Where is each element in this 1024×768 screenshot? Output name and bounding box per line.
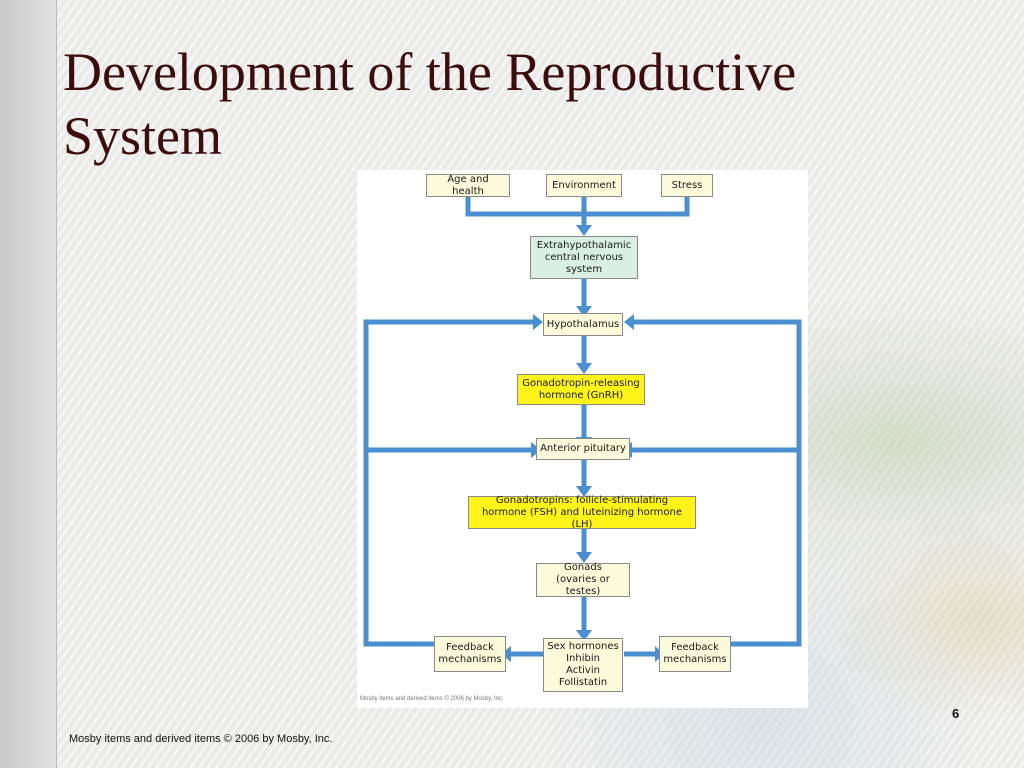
arrowhead: [576, 630, 592, 641]
node-anterior-pituitary: Anterior pituitary: [536, 438, 630, 460]
node-sex-hormones: Sex hormones Inhibin Activin Follistatin: [543, 638, 623, 692]
flowchart-arrows: [363, 197, 802, 662]
node-feedback-left: Feedback mechanisms: [434, 636, 506, 672]
node-age-health: Age and health: [426, 174, 510, 197]
arrowhead: [576, 306, 592, 317]
arrowhead: [576, 552, 592, 563]
connector-inputs: [465, 197, 690, 225]
feedback-loop-left: [363, 319, 533, 647]
node-gonadotropins: Gonadotropins: follicle-stimulating horm…: [468, 495, 696, 530]
node-gnrh: Gonadotropin-releasing hormone (GnRH): [517, 374, 645, 405]
arrowhead: [501, 646, 511, 662]
left-margin-bar: [0, 0, 57, 768]
arrowhead: [533, 314, 543, 330]
arrow-group: [363, 197, 802, 657]
node-environment: Environment: [546, 174, 622, 197]
arrowhead: [576, 225, 592, 236]
slide-title: Development of the Reproductive System: [63, 42, 797, 166]
feedback-loop-right: [632, 319, 802, 647]
arrowhead: [576, 486, 592, 497]
page-number: 6: [952, 706, 960, 721]
node-hypothalamus: Hypothalamus: [543, 313, 623, 336]
node-feedback-right: Feedback mechanisms: [659, 636, 731, 672]
node-extrahypothalamic-cns: Extrahypothalamic central nervous system: [530, 236, 638, 279]
flowchart-diagram: Age and health Environment Stress Extrah…: [357, 170, 808, 708]
arrowhead: [624, 314, 634, 330]
diagram-credit: Mosby items and derived items © 2006 by …: [360, 696, 504, 702]
arrowhead: [576, 363, 592, 374]
node-gonads: Gonads (ovaries or testes): [536, 562, 630, 597]
node-stress: Stress: [661, 174, 713, 197]
footer-copyright: Mosby items and derived items © 2006 by …: [69, 733, 333, 745]
